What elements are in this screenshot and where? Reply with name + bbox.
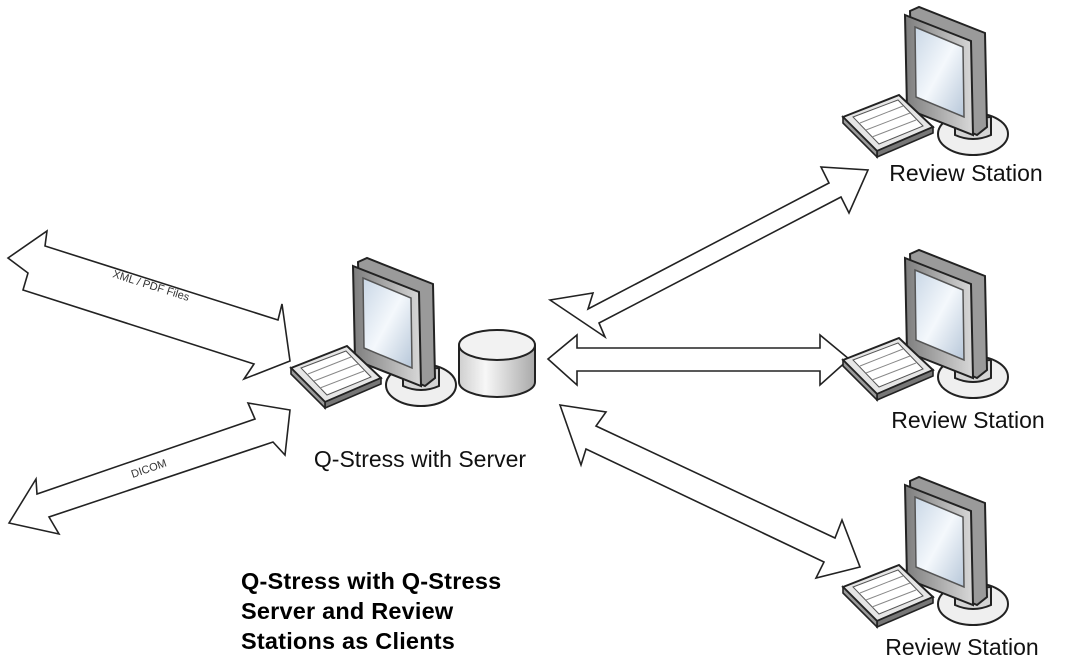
server-label: Q-Stress with Server: [314, 446, 526, 472]
station-1-arrow: [547, 166, 870, 340]
station-3-arrow: [558, 404, 862, 580]
caption-line-3: Stations as Clients: [241, 628, 456, 654]
dicom-arrow: [7, 401, 291, 536]
caption-line-1: Q-Stress with Q-Stress: [241, 568, 502, 594]
review-station-2-label: Review Station: [891, 407, 1044, 433]
diagram-caption: Q-Stress with Q-Stress Server and Review…: [241, 566, 661, 656]
review-station-3-icon: [842, 476, 1009, 628]
review-station-1-icon: [842, 6, 1009, 158]
review-station-2-icon: [842, 249, 1009, 401]
station-2-arrow: [546, 333, 851, 387]
review-station-3-label: Review Station: [885, 634, 1038, 660]
database-icon: [458, 329, 536, 398]
caption-line-2: Server and Review: [241, 598, 454, 624]
server-computer-icon: [290, 257, 457, 409]
xml-pdf-arrow: [6, 229, 291, 381]
review-station-1-label: Review Station: [889, 160, 1042, 186]
